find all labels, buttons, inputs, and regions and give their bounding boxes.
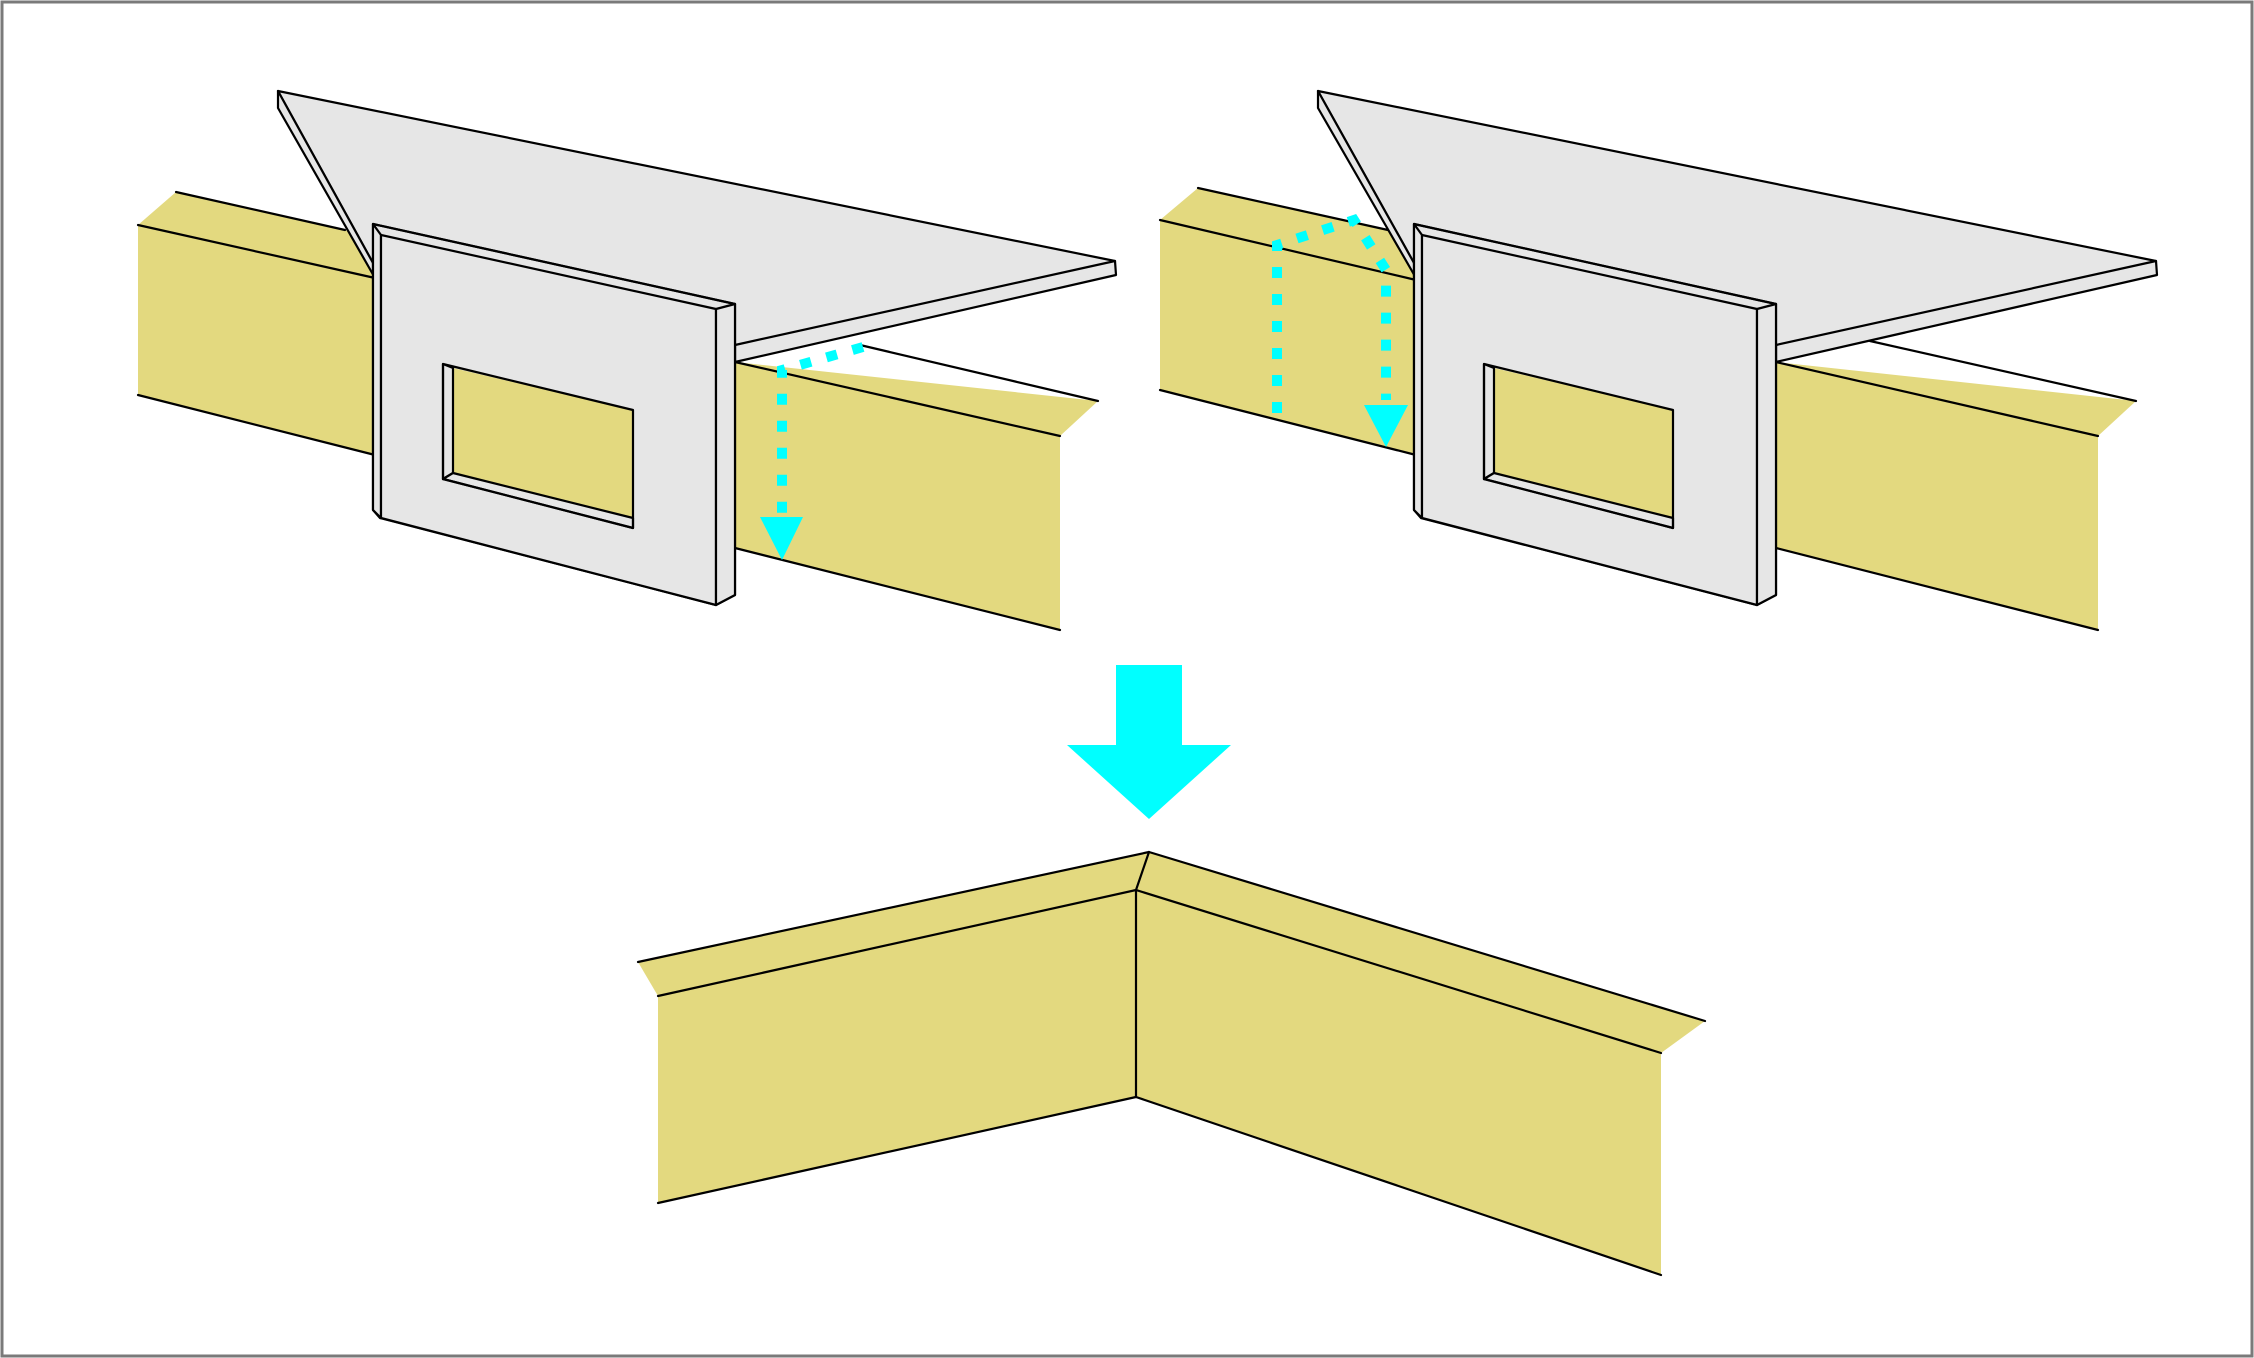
left-miter-assembly: [136, 89, 1118, 632]
result-arrow: [1067, 665, 1231, 819]
corner-right-top-face: [1136, 852, 1705, 1053]
left-molding-back: [136, 190, 377, 457]
right-jig-fence: [1412, 222, 1778, 607]
corner-left-top-face: [638, 852, 1149, 996]
right-molding-front: [1774, 339, 2138, 632]
corner-right-face: [1136, 890, 1661, 1275]
mitered-corner: [636, 850, 1707, 1277]
cut-arrow-right: [1272, 214, 1408, 447]
down-arrow-icon: [1067, 665, 1231, 819]
left-molding-front: [733, 343, 1100, 632]
corner-left-face: [658, 890, 1136, 1203]
cut-arrow-left: [760, 342, 865, 560]
left-jig-fence: [371, 222, 737, 607]
right-miter-assembly: [1158, 89, 2159, 632]
